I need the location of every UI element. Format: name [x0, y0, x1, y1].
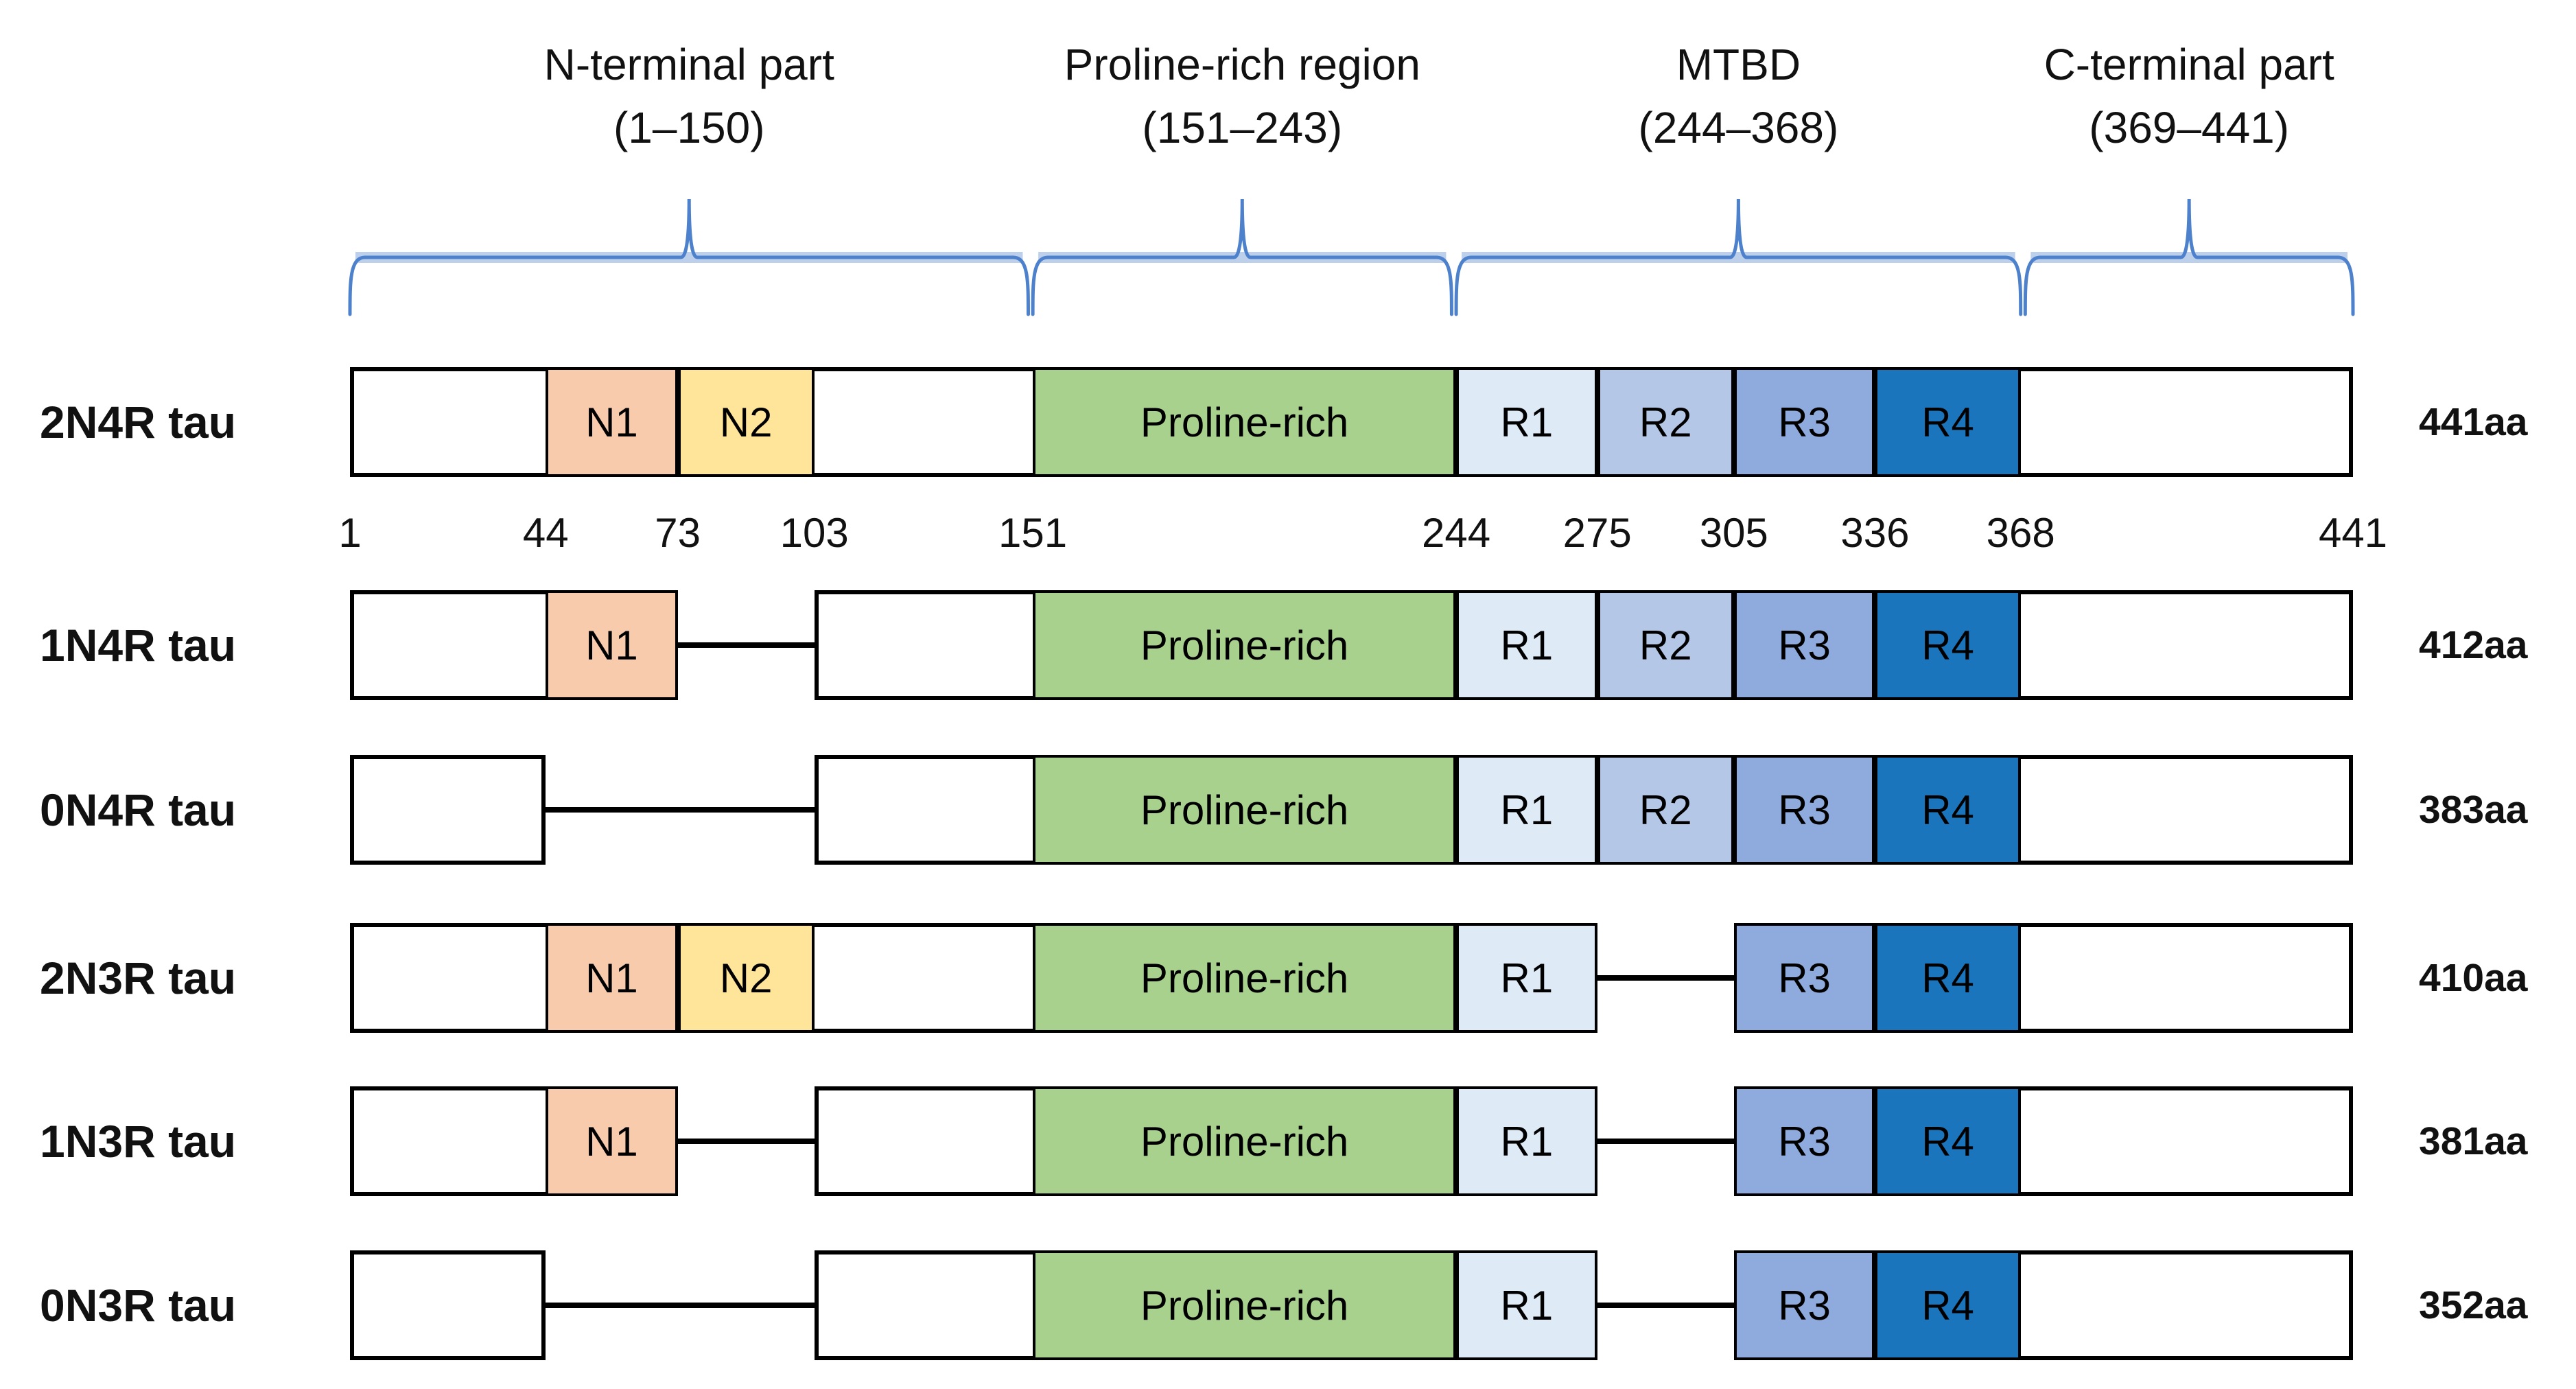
region-range: (1–150): [613, 103, 765, 152]
residue-number: 305: [1699, 510, 1768, 556]
domain-r4: R4: [1875, 1086, 2021, 1196]
residue-number: 73: [655, 510, 701, 556]
length-label: 381aa: [2419, 1119, 2528, 1163]
domain-n1: N1: [546, 1086, 678, 1196]
domain-r1: R1: [1456, 755, 1597, 865]
domain-r3: R3: [1733, 367, 1875, 477]
length-label: 352aa: [2419, 1283, 2528, 1327]
domain-r1: R1: [1456, 923, 1597, 1033]
exon-connector: [546, 1303, 815, 1308]
region-range: (151–243): [1142, 103, 1343, 152]
domain-n1: N1: [546, 590, 678, 700]
brace: [2023, 198, 2355, 316]
exon-connector: [1597, 1303, 1734, 1308]
domain-r4: R4: [1875, 590, 2021, 700]
domain-r4: R4: [1875, 755, 2021, 865]
isoform-label: 2N3R tau: [40, 953, 237, 1003]
isoform-label: 2N4R tau: [40, 397, 237, 447]
domain-proline-rich: Proline-rich: [1033, 590, 1457, 700]
domain-n2: N2: [677, 923, 815, 1033]
residue-number: 336: [1840, 510, 1910, 556]
residue-number: 368: [1986, 510, 2055, 556]
domain-r1: R1: [1456, 367, 1597, 477]
domain-r3: R3: [1733, 590, 1875, 700]
region-title: N-terminal part: [543, 40, 834, 89]
residue-number: 275: [1562, 510, 1632, 556]
region-title: C-terminal part: [2044, 40, 2334, 89]
brace: [1031, 198, 1453, 316]
isoform-label: 1N4R tau: [40, 620, 237, 670]
region-title-block: N-terminal part (1–150): [401, 33, 977, 159]
exon-connector: [546, 807, 815, 813]
domain-n1: N1: [546, 923, 678, 1033]
domain-proline-rich: Proline-rich: [1033, 367, 1457, 477]
residue-number: 1: [338, 510, 362, 556]
domain-r2: R2: [1597, 590, 1734, 700]
exon-connector: [1597, 975, 1734, 981]
length-label: 412aa: [2419, 623, 2528, 667]
region-title-block: Proline-rich region (151–243): [954, 33, 1530, 159]
domain-r2: R2: [1597, 367, 1734, 477]
brace: [348, 198, 1030, 316]
brace: [1454, 198, 2023, 316]
domain-r1: R1: [1456, 1250, 1597, 1360]
region-title: MTBD: [1676, 40, 1801, 89]
domain-proline-rich: Proline-rich: [1033, 1086, 1457, 1196]
residue-number: 151: [998, 510, 1068, 556]
region-range: (369–441): [2089, 103, 2290, 152]
domain-r3: R3: [1733, 1250, 1875, 1360]
domain-proline-rich: Proline-rich: [1033, 1250, 1457, 1360]
domain-r2: R2: [1597, 755, 1734, 865]
exon-connector: [677, 642, 815, 648]
domain-r4: R4: [1875, 923, 2021, 1033]
domain-r3: R3: [1733, 1086, 1875, 1196]
length-label: 441aa: [2419, 400, 2528, 444]
region-title: Proline-rich region: [1064, 40, 1420, 89]
exon-connector: [677, 1139, 815, 1144]
domain-r1: R1: [1456, 1086, 1597, 1196]
domain-r3: R3: [1733, 923, 1875, 1033]
length-label: 410aa: [2419, 956, 2528, 1000]
domain-r3: R3: [1733, 755, 1875, 865]
domain-r4: R4: [1875, 367, 2021, 477]
isoform-label: 0N4R tau: [40, 784, 237, 835]
backbone-box: [350, 755, 546, 865]
backbone-box: [350, 1250, 546, 1360]
length-label: 383aa: [2419, 788, 2528, 832]
domain-r4: R4: [1875, 1250, 2021, 1360]
region-range: (244–368): [1638, 103, 1839, 152]
domain-proline-rich: Proline-rich: [1033, 923, 1457, 1033]
exon-connector: [1597, 1139, 1734, 1144]
domain-r1: R1: [1456, 590, 1597, 700]
domain-n2: N2: [677, 367, 815, 477]
residue-number: 441: [2318, 510, 2388, 556]
residue-number: 103: [780, 510, 849, 556]
residue-number: 44: [522, 510, 569, 556]
domain-n1: N1: [546, 367, 678, 477]
residue-number: 244: [1422, 510, 1491, 556]
isoform-label: 1N3R tau: [40, 1116, 237, 1167]
region-title-block: MTBD (244–368): [1450, 33, 2026, 159]
isoform-label: 0N3R tau: [40, 1280, 237, 1331]
domain-proline-rich: Proline-rich: [1033, 755, 1457, 865]
region-title-block: C-terminal part (369–441): [1901, 33, 2477, 159]
